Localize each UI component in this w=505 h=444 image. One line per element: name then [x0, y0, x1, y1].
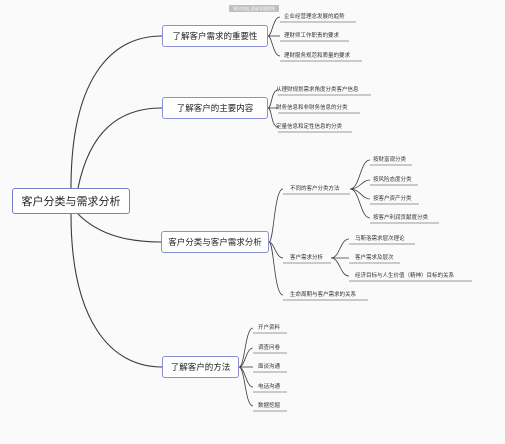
- leaf-node[interactable]: 按风险态度分类: [373, 177, 412, 183]
- connector-b3c1-g4: [349, 188, 371, 219]
- branch-node-classification[interactable]: 客户分类与客户需求分析: [161, 231, 269, 253]
- connector-b3c2-g3: [330, 257, 350, 277]
- root-node[interactable]: 客户分类与需求分析: [12, 188, 130, 214]
- subnode-demand-analysis[interactable]: 客户需求分析: [290, 255, 324, 261]
- connector-b3-c2: [268, 241, 284, 259]
- connector-root-b3: [77, 213, 162, 243]
- connector-b3c1-g1: [349, 159, 371, 190]
- connector-root-b1: [70, 35, 163, 189]
- connector-b3c1-g2: [349, 179, 371, 190]
- leaf-node[interactable]: 按财富观分类: [373, 157, 407, 163]
- connector-b1-c3: [267, 35, 281, 57]
- leaf-node[interactable]: 企业经营理念发展的趋势: [284, 14, 345, 20]
- leaf-node[interactable]: 按客户利润贡献度分类: [373, 215, 429, 221]
- connector-b4-c5: [238, 366, 254, 407]
- connector-b4-c1: [238, 327, 254, 368]
- leaf-node[interactable]: 电话沟通: [258, 384, 281, 390]
- connector-b3-c1: [268, 188, 284, 243]
- leaf-node[interactable]: 从理财规划需求角度分类客户信息: [276, 87, 359, 93]
- leaf-node[interactable]: 客户需求及层次: [355, 255, 394, 261]
- connector-root-b2: [77, 107, 163, 189]
- watermark-badge: 知识文档_思维导图案例: [229, 5, 279, 12]
- leaf-node[interactable]: 面谈沟通: [258, 364, 281, 370]
- connector-root-b4: [70, 213, 163, 368]
- leaf-node[interactable]: 理财服务规范和质量的要求: [284, 53, 351, 59]
- connector-b3c2-g1: [330, 238, 350, 259]
- branch-node-main-content[interactable]: 了解客户的主要内容: [162, 97, 268, 119]
- branch-node-importance[interactable]: 了解客户需求的重要性: [162, 25, 268, 47]
- subnode-life-cycle[interactable]: 生命周期与客户需求的关系: [290, 292, 357, 298]
- connector-b1-c1: [267, 16, 281, 37]
- branch-node-methods[interactable]: 了解客户的方法: [162, 356, 239, 378]
- leaf-node[interactable]: 理财师工作职责的要求: [284, 33, 340, 39]
- leaf-node[interactable]: 按客户资产分类: [373, 196, 412, 202]
- leaf-node[interactable]: 定量信息和定性信息的分类: [276, 124, 343, 130]
- connector-b3-c3: [268, 241, 284, 296]
- leaf-node[interactable]: 财务信息和非财务信息的分类: [276, 105, 348, 111]
- connector-b4-c2: [238, 347, 254, 368]
- subnode-classification-methods[interactable]: 不同的客户分类方法: [290, 186, 340, 192]
- connector-b2-c1: [267, 89, 279, 109]
- leaf-node[interactable]: 经济目标与人生价值（精神）目标的关系: [355, 273, 455, 279]
- leaf-node[interactable]: 数据挖掘: [258, 403, 281, 409]
- leaf-node[interactable]: 调查问卷: [258, 345, 281, 351]
- connector-b2-c3: [267, 107, 279, 128]
- leaf-node[interactable]: 马斯洛需求层次理论: [355, 236, 405, 242]
- leaf-node[interactable]: 开户资料: [258, 325, 281, 331]
